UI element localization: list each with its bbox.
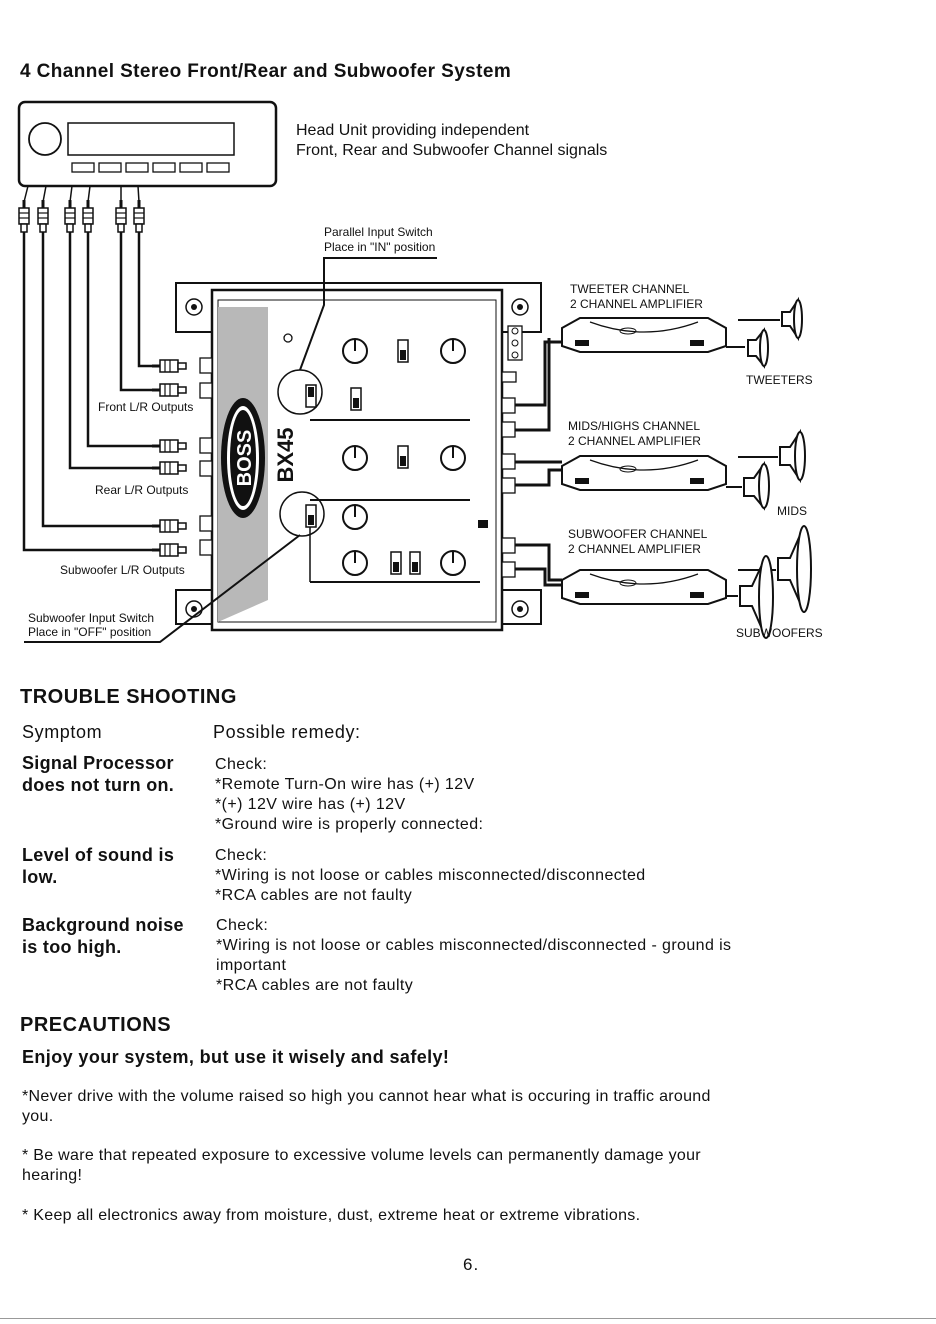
symptom-3-line-2: is too high. [22, 937, 122, 957]
rca-in-front-l [151, 383, 187, 397]
remedy-1-line-4: *Ground wire is properly connected: [215, 816, 484, 833]
mids-label: MIDS [777, 504, 807, 518]
symptom-1-line-2: does not turn on. [22, 775, 175, 795]
subwoofer-amplifier [561, 569, 727, 605]
symptom-column-header: Symptom [22, 722, 103, 742]
mids-amplifier [561, 455, 727, 491]
sub-amp-label-1: SUBWOOFER CHANNEL [568, 527, 708, 541]
remedy-2-line-2: *Wiring is not loose or cables misconnec… [215, 867, 646, 884]
sub-switch-label-1: Subwoofer Input Switch [28, 611, 154, 625]
bottom-rule [0, 1318, 936, 1319]
remedy-2-line-1: Check: [215, 847, 268, 864]
remedy-3-line-2: *Wiring is not loose or cables misconnec… [216, 937, 732, 954]
mids-amp-label-1: MIDS/HIGHS CHANNEL [568, 419, 700, 433]
model-label: BX45 [273, 427, 298, 482]
precautions-subheading: Enjoy your system, but use it wisely and… [22, 1047, 450, 1067]
rca-cables [22, 232, 152, 552]
rca-plug-rear-l [64, 199, 76, 233]
rca-plug-sub-l [18, 199, 30, 233]
rca-plug-front-l [115, 199, 127, 233]
remedy-3-line-3: important [216, 957, 287, 974]
page-number: 6. [463, 1255, 480, 1274]
rca-plug-front-r [133, 199, 145, 233]
remedy-3: Check: *Wiring is not loose or cables mi… [216, 916, 731, 996]
precaution-1-line-1: *Never drive with the volume raised so h… [22, 1088, 711, 1105]
remedy-1-line-3: *(+) 12V wire has (+) 12V [215, 796, 406, 813]
wiring-diagram: Head Unit providing independent Front, R… [17, 100, 823, 643]
boss-logo: BOSS [234, 430, 256, 487]
remedy-3-line-4: *RCA cables are not faulty [216, 977, 414, 994]
symptom-1-line-1: Signal Processor [22, 753, 174, 773]
page-title: 4 Channel Stereo Front/Rear and Subwoofe… [20, 61, 512, 82]
precautions-heading: PRECAUTIONS [20, 1014, 172, 1036]
remedy-1-line-2: *Remote Turn-On wire has (+) 12V [215, 776, 475, 793]
remedy-2: Check: *Wiring is not loose or cables mi… [215, 846, 646, 906]
troubleshooting-heading: TROUBLE SHOOTING [20, 686, 237, 708]
head-unit-caption-2: Front, Rear and Subwoofer Channel signal… [296, 142, 607, 159]
head-unit-caption-1: Head Unit providing independent [296, 122, 530, 139]
rca-in-sub-l [151, 543, 187, 557]
precaution-1: *Never drive with the volume raised so h… [22, 1087, 711, 1127]
symptom-3: Background noise is too high. [22, 914, 184, 958]
remedy-column-header: Possible remedy: [213, 722, 361, 742]
front-outputs-label: Front L/R Outputs [98, 400, 193, 414]
remedy-1-line-1: Check: [215, 756, 268, 773]
precaution-2-line-1: * Be ware that repeated exposure to exce… [22, 1147, 701, 1164]
tweeters-label: TWEETERS [746, 373, 813, 387]
remedy-3-line-1: Check: [216, 917, 269, 934]
parallel-switch-label-1: Parallel Input Switch [324, 225, 433, 239]
symptom-2-line-2: low. [22, 867, 58, 887]
rca-in-rear-l [151, 461, 187, 475]
sub-amp-label-2: 2 CHANNEL AMPLIFIER [568, 542, 701, 556]
rear-outputs-label: Rear L/R Outputs [95, 483, 188, 497]
amp-output-wires [515, 338, 562, 587]
subwoofers-label: SUBWOOFERS [736, 626, 823, 640]
rca-plug-sub-r [37, 199, 49, 233]
sub-outputs-label: Subwoofer L/R Outputs [60, 563, 185, 577]
head-unit-leads [23, 185, 140, 203]
rca-plug-rear-r [82, 199, 94, 233]
symptom-2: Level of sound is low. [22, 844, 174, 888]
parallel-switch-label-2: Place in "IN" position [324, 240, 435, 254]
remedy-2-line-3: *RCA cables are not faulty [215, 887, 413, 904]
tweeter-amplifier [561, 317, 727, 353]
signal-processor: BOSS BX45 [175, 282, 542, 632]
tweeter-amp-label-1: TWEETER CHANNEL [570, 282, 690, 296]
mids-amp-label-2: 2 CHANNEL AMPLIFIER [568, 434, 701, 448]
symptom-3-line-1: Background noise [22, 915, 184, 935]
symptom-1: Signal Processor does not turn on. [22, 752, 174, 796]
speaker-icons [726, 296, 812, 639]
rca-in-rear-r [151, 439, 187, 453]
precaution-3-line-1: * Keep all electronics away from moistur… [22, 1207, 641, 1224]
precaution-1-line-2: you. [22, 1108, 54, 1125]
precaution-2: * Be ware that repeated exposure to exce… [22, 1146, 701, 1186]
rca-in-sub-r [151, 519, 187, 533]
precaution-2-line-2: hearing! [22, 1167, 83, 1184]
sub-switch-label-2: Place in "OFF" position [28, 625, 151, 639]
precaution-3: * Keep all electronics away from moistur… [22, 1206, 640, 1226]
rca-in-front-r [151, 359, 187, 373]
head-unit [17, 100, 278, 188]
symptom-2-line-1: Level of sound is [22, 845, 175, 865]
tweeter-amp-label-2: 2 CHANNEL AMPLIFIER [570, 297, 703, 311]
remedy-1: Check: *Remote Turn-On wire has (+) 12V … [215, 755, 483, 835]
